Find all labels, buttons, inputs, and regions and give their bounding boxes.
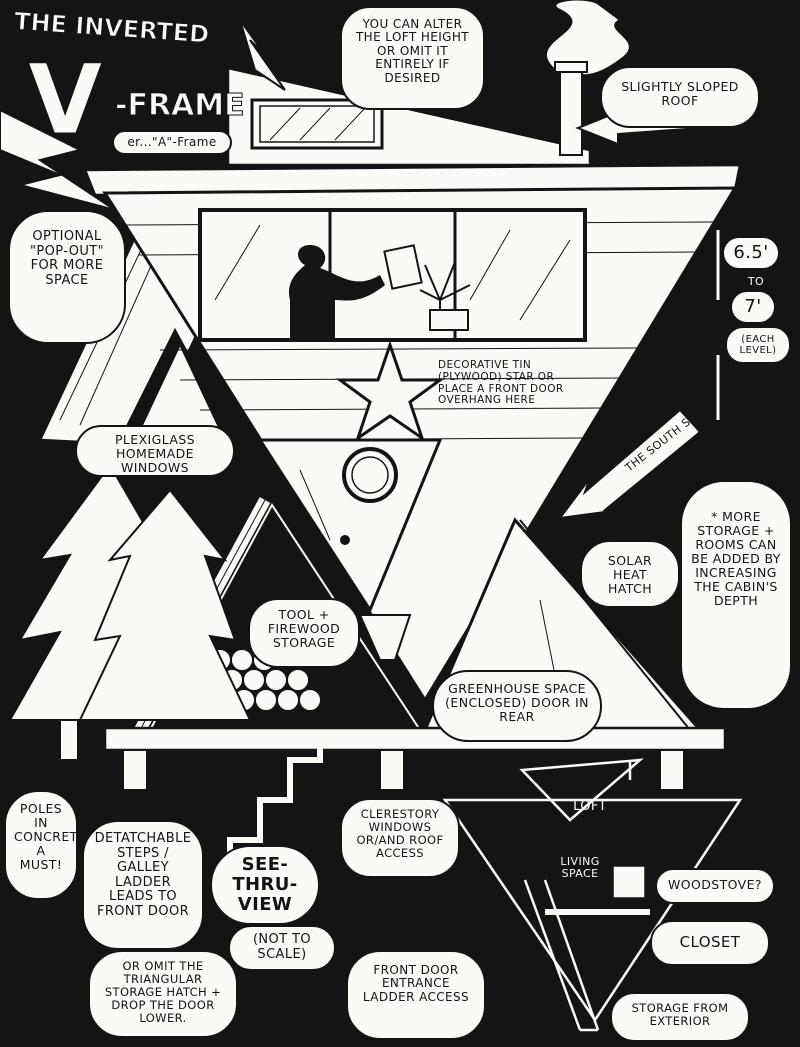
title-line-3: er..."A"-Frame bbox=[112, 130, 232, 156]
south-sun-arrow bbox=[557, 408, 702, 520]
label-greenhouse: Greenhouse space (enclosed) door in rear bbox=[432, 670, 602, 742]
label-woodstove: Woodstove? bbox=[655, 868, 775, 904]
top-window bbox=[198, 208, 587, 342]
label-front-door: Front door entrance ladder access bbox=[346, 950, 486, 1040]
title-v-letter: V bbox=[27, 44, 103, 156]
label-windows: Plexiglass homemade windows bbox=[75, 425, 235, 477]
pine-trees bbox=[8, 463, 252, 761]
label-star: Decorative tin (plywood) star or place a… bbox=[438, 359, 564, 407]
label-level-height-each: (each level) bbox=[725, 326, 791, 364]
label-living: Living space bbox=[560, 855, 600, 881]
label-clerestory: Clerestory windows or/and roof access bbox=[340, 798, 460, 878]
label-poles: Poles in concrete a must! bbox=[4, 790, 86, 900]
storage-hatch bbox=[358, 614, 412, 661]
title-line-2: -Frame bbox=[115, 88, 246, 124]
steps-ladder bbox=[227, 730, 323, 880]
label-omit: Or omit the triangular storage hatch + d… bbox=[88, 950, 238, 1038]
decorative-star bbox=[335, 340, 445, 442]
label-closet: Closet bbox=[650, 920, 770, 966]
label-see-thru: See-thru-view bbox=[210, 845, 320, 925]
label-not-scale: (Not to scale) bbox=[228, 925, 336, 971]
label-steps: Detatchable steps / galley ladder leads … bbox=[82, 820, 204, 950]
see-thru-diagram bbox=[442, 758, 743, 1032]
lightning-shard-right bbox=[239, 19, 286, 91]
chimney bbox=[554, 61, 588, 156]
chimney-smoke bbox=[545, 0, 631, 77]
label-loft: Loft bbox=[573, 799, 607, 814]
label-storage-ext: Storage from exterior bbox=[610, 992, 750, 1042]
front-door bbox=[257, 438, 443, 614]
label-level-height-top: 6.5' bbox=[722, 236, 780, 270]
label-roof: Slightly sloped roof bbox=[600, 66, 760, 128]
label-storage-more: * More storage + rooms can be added by i… bbox=[680, 480, 792, 710]
loft-box bbox=[226, 66, 592, 167]
label-popout: Optional "pop-out" for more space bbox=[8, 210, 126, 344]
support-poles bbox=[122, 749, 685, 791]
lightning-shard bbox=[0, 108, 116, 211]
label-solar-hatch: Solar heat hatch bbox=[580, 540, 680, 608]
label-tool: Tool + firewood storage bbox=[248, 598, 360, 668]
label-level-height-bottom: 7' bbox=[730, 290, 776, 324]
deck-platform bbox=[103, 726, 727, 752]
label-level-height-to: to bbox=[747, 275, 765, 288]
label-loft-note: You can alter the loft height or omit it… bbox=[340, 6, 485, 110]
